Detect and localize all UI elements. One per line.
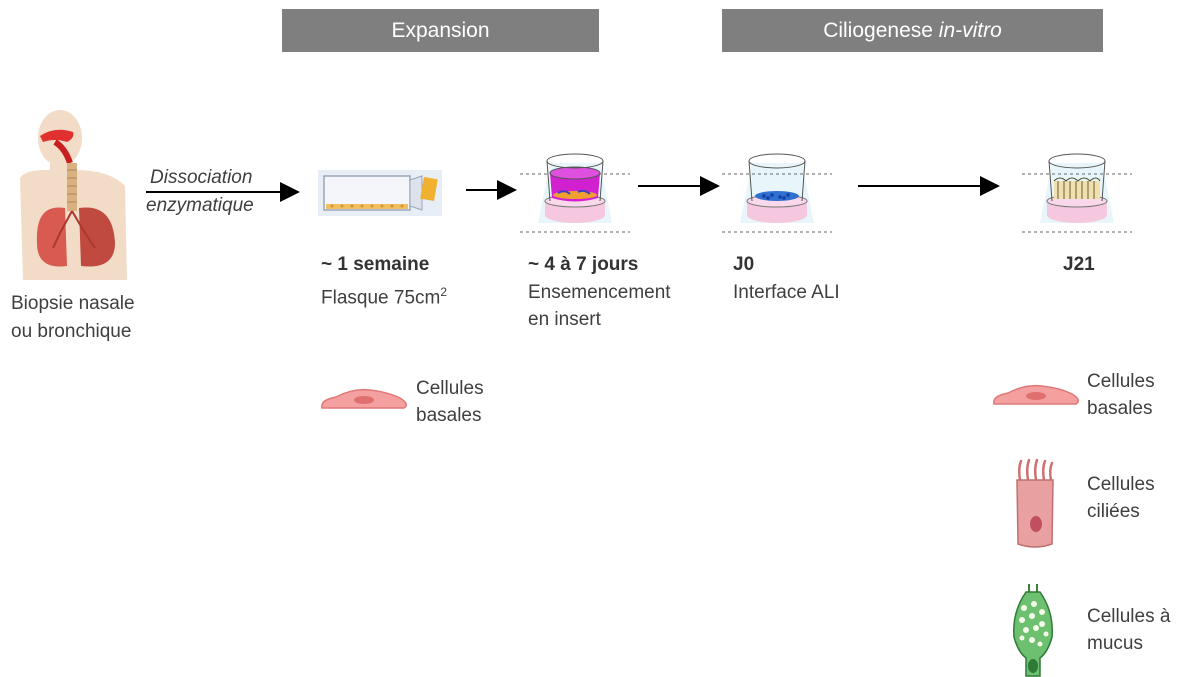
step1-title: ~ 1 semaine: [321, 254, 430, 275]
ciliated-cell-icon: [1016, 458, 1054, 548]
step4-title: J21: [1063, 254, 1095, 275]
mucus-cell-label-line1: Cellules à: [1087, 606, 1171, 627]
basal-cell-j21-label-line2: basales: [1087, 398, 1153, 419]
biopsy-label-line2: ou bronchique: [11, 321, 132, 342]
dissociation-label-line2: enzymatique: [146, 195, 254, 216]
insert-j0-icon: [722, 153, 832, 233]
step3-desc: Interface ALI: [733, 282, 840, 303]
ciliated-cell-label-line2: ciliées: [1087, 501, 1140, 522]
insert-j21-icon: [1022, 153, 1132, 233]
mucus-cell-icon: [1013, 584, 1053, 677]
ciliogenese-label: Ciliogenese: [823, 19, 933, 42]
expansion-label: Expansion: [391, 19, 490, 42]
mucus-cell-label-line2: mucus: [1087, 633, 1143, 654]
step3-title: J0: [733, 254, 755, 275]
expansion-banner: Expansion: [282, 9, 599, 52]
basal-cell-label-line2: basales: [416, 405, 482, 426]
step1-desc: Flasque 75cm2: [321, 285, 448, 309]
basal-cell-j21-label-line1: Cellules: [1087, 371, 1155, 392]
in-vitro-label: in-vitro: [938, 19, 1002, 42]
ciliogenese-banner: Ciliogenese in-vitro: [722, 9, 1103, 52]
basal-cell-icon: [321, 388, 407, 409]
respiratory-system-illustration: [20, 110, 127, 280]
step2-desc-line2: en insert: [528, 309, 601, 330]
step2-title: ~ 4 à 7 jours: [528, 254, 639, 275]
basal-cell-j21-icon: [993, 384, 1079, 405]
step2-desc-line1: Ensemencement: [528, 282, 671, 303]
basal-cell-label-line1: Cellules: [416, 378, 484, 399]
insert-seeding-icon: [520, 153, 630, 233]
ciliated-cell-label-line1: Cellules: [1087, 474, 1155, 495]
biopsy-label-line1: Biopsie nasale: [11, 293, 135, 314]
dissociation-label-line1: Dissociation: [150, 167, 253, 188]
culture-flask-icon: [318, 170, 442, 216]
